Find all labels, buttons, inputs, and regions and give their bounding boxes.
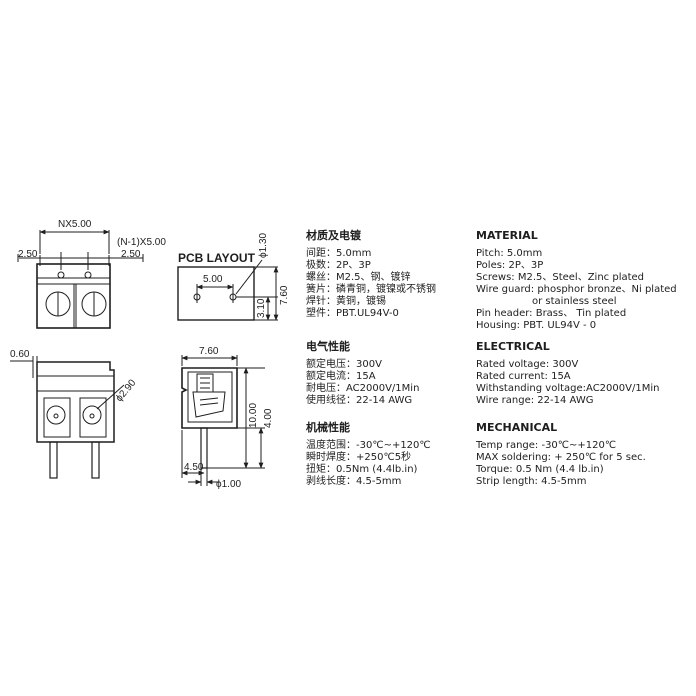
list-item: 额定电流：15A xyxy=(306,371,376,382)
side-dim-offset: 4.50 xyxy=(184,462,204,473)
cn-electrical-title: 电气性能 xyxy=(306,340,350,353)
side-dim-width: 7.60 xyxy=(199,346,219,357)
cn-material-title: 材质及电镀 xyxy=(306,229,361,242)
list-item: 温度范围：-30℃~+120℃ xyxy=(306,440,431,451)
list-item: 簧片：磷青铜，镀镍或不锈钢 xyxy=(306,284,436,295)
en-electrical-list: Rated voltage: 300V Rated current: 15A W… xyxy=(476,359,659,407)
en-electrical-section: ELECTRICAL Rated voltage: 300V Rated cur… xyxy=(476,341,659,407)
list-item: MAX soldering: + 250℃ for 5 sec. xyxy=(476,452,646,463)
en-material-section: MATERIAL Pitch: 5.0mm Poles: 2P、3P Screw… xyxy=(476,230,677,332)
list-item: 极数：2P、3P xyxy=(306,260,371,271)
pcb-layout-title: PCB LAYOUT xyxy=(178,251,256,265)
list-item: 扭矩：0.5Nm (4.4lb.in) xyxy=(306,464,418,475)
cn-mechanical-section: 机械性能 温度范围：-30℃~+120℃ 瞬时焊度：+250℃5秒 扭矩：0.5… xyxy=(306,422,431,488)
cn-mechanical-list: 温度范围：-30℃~+120℃ 瞬时焊度：+250℃5秒 扭矩：0.5Nm (4… xyxy=(306,440,431,488)
list-item: Strip length: 4.5-5mm xyxy=(476,476,587,487)
list-item: 焊针：黄铜，镀锡 xyxy=(306,296,386,307)
cn-material-section: 材质及电镀 间距：5.0mm 极数：2P、3P 螺丝：M2.5、钢、镀锌 簧片：… xyxy=(306,230,436,320)
dim-left: 2.50 xyxy=(18,249,38,260)
en-electrical-title: ELECTRICAL xyxy=(476,340,550,353)
cn-mechanical-title: 机械性能 xyxy=(306,421,350,434)
side-dim-pin-len: 4.00 xyxy=(263,408,274,428)
list-item: 额定电压：300V xyxy=(306,359,382,370)
list-item: Screws: M2.5、Steel、Zinc plated xyxy=(476,272,645,283)
en-mechanical-title: MECHANICAL xyxy=(476,421,558,434)
cn-electrical-section: 电气性能 额定电压：300V 额定电流：15A 耐电压：AC2000V/1Min… xyxy=(306,341,419,407)
pcb-dim-h2: 7.60 xyxy=(279,285,290,305)
list-item: Wire guard: phosphor bronze、Ni plated xyxy=(476,284,677,295)
pcb-dim-h1: 3.10 xyxy=(256,298,267,318)
en-material-title: MATERIAL xyxy=(476,229,538,242)
list-item: Pin header: Brass、 Tin plated xyxy=(476,308,627,319)
pcb-dim-hole: ϕ1.30 xyxy=(258,232,269,258)
list-item: or stainless steel xyxy=(532,296,617,307)
list-item: Housing: PBT. UL94V - 0 xyxy=(476,320,597,331)
list-item: 塑件：PBT.UL94V-0 xyxy=(306,308,399,319)
top-view-drawing xyxy=(17,229,144,329)
list-item: 剥线长度：4.5-5mm xyxy=(306,476,402,487)
front-view-drawing xyxy=(10,356,125,479)
dim-nx: NX5.00 xyxy=(58,219,92,230)
en-material-list: Pitch: 5.0mm Poles: 2P、3P Screws: M2.5、S… xyxy=(476,248,677,332)
list-item: Torque: 0.5 Nm (4.4 lb.in) xyxy=(476,464,604,475)
list-item: 间距：5.0mm xyxy=(306,248,372,259)
side-dim-height: 10.00 xyxy=(248,403,259,428)
list-item: 瞬时焊度：+250℃5秒 xyxy=(306,452,412,463)
list-item: Rated current: 15A xyxy=(476,371,571,382)
list-item: Pitch: 5.0mm xyxy=(476,248,543,259)
cn-material-list: 间距：5.0mm 极数：2P、3P 螺丝：M2.5、钢、镀锌 簧片：磷青铜，镀镍… xyxy=(306,248,436,320)
list-item: 使用线径：22-14 AWG xyxy=(306,395,413,406)
en-mechanical-section: MECHANICAL Temp range: -30℃~+120℃ MAX so… xyxy=(476,422,646,488)
list-item: Temp range: -30℃~+120℃ xyxy=(476,440,617,451)
list-item: 耐电压：AC2000V/1Min xyxy=(306,383,420,394)
list-item: Wire range: 22-14 AWG xyxy=(476,395,594,406)
cn-electrical-list: 额定电压：300V 额定电流：15A 耐电压：AC2000V/1Min 使用线径… xyxy=(306,359,419,407)
front-dim-width: 0.60 xyxy=(10,349,30,360)
pcb-layout-drawing xyxy=(177,259,279,321)
en-mechanical-list: Temp range: -30℃~+120℃ MAX soldering: + … xyxy=(476,440,646,488)
dim-right: 2.50 xyxy=(121,249,141,260)
list-item: Withstanding voltage:AC2000V/1Min xyxy=(476,383,660,394)
pcb-dim-pitch: 5.00 xyxy=(203,274,223,285)
list-item: Rated voltage: 300V xyxy=(476,359,579,370)
side-view-drawing xyxy=(181,355,265,486)
list-item: Poles: 2P、3P xyxy=(476,260,544,271)
list-item: 螺丝：M2.5、钢、镀锌 xyxy=(306,272,411,283)
dim-n1: (N-1)X5.00 xyxy=(117,237,166,248)
side-dim-pin-dia: ϕ1.00 xyxy=(216,479,242,490)
